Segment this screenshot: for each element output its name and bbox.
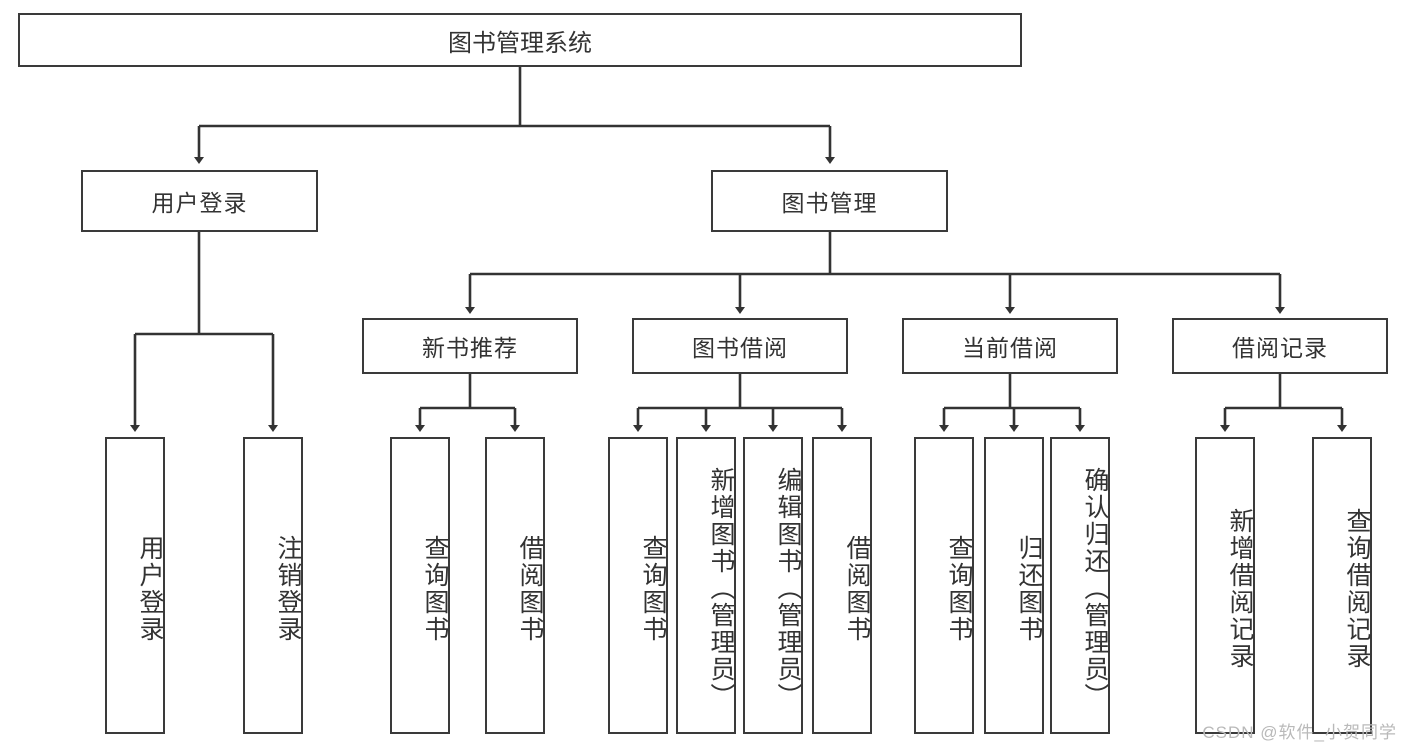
leaf-label: 查询图书 — [421, 534, 449, 643]
leaf-add-book-admin[interactable]: 新增图书（管理员） — [676, 437, 736, 734]
leaf-label: 归还图书 — [1015, 534, 1043, 643]
leaf-edit-book-admin[interactable]: 编辑图书（管理员） — [743, 437, 803, 734]
node-root-label: 图书管理系统 — [448, 29, 592, 57]
leaf-query-book-borrow[interactable]: 查询图书 — [608, 437, 668, 734]
leaf-return-book[interactable]: 归还图书 — [984, 437, 1044, 734]
node-book-borrow[interactable]: 图书借阅 — [632, 318, 848, 374]
leaf-label: 新增图书（管理员） — [707, 467, 735, 710]
leaf-query-borrow-record[interactable]: 查询借阅记录 — [1312, 437, 1372, 734]
node-current-borrow[interactable]: 当前借阅 — [902, 318, 1118, 374]
node-borrow-record[interactable]: 借阅记录 — [1172, 318, 1388, 374]
node-book-management[interactable]: 图书管理 — [711, 170, 948, 232]
leaf-user-login[interactable]: 用户登录 — [105, 437, 165, 734]
node-new-book-recommend[interactable]: 新书推荐 — [362, 318, 578, 374]
leaf-borrow-book-recommend[interactable]: 借阅图书 — [485, 437, 545, 734]
leaf-label: 新增借阅记录 — [1226, 507, 1254, 670]
leaf-confirm-return-admin[interactable]: 确认归还（管理员） — [1050, 437, 1110, 734]
leaf-label: 查询图书 — [639, 534, 667, 643]
leaf-borrow-book[interactable]: 借阅图书 — [812, 437, 872, 734]
leaf-query-book-recommend[interactable]: 查询图书 — [390, 437, 450, 734]
leaf-label: 查询借阅记录 — [1343, 507, 1371, 670]
node-label: 当前借阅 — [962, 335, 1058, 361]
node-label: 图书借阅 — [692, 335, 788, 361]
leaf-label: 借阅图书 — [843, 534, 871, 643]
leaf-label: 用户登录 — [136, 534, 164, 643]
node-label: 新书推荐 — [422, 335, 518, 361]
leaf-label: 确认归还（管理员） — [1081, 467, 1109, 710]
leaf-label: 注销登录 — [274, 534, 302, 643]
leaf-label: 借阅图书 — [516, 534, 544, 643]
node-label: 借阅记录 — [1232, 335, 1328, 361]
node-label: 用户登录 — [151, 190, 248, 216]
leaf-add-borrow-record[interactable]: 新增借阅记录 — [1195, 437, 1255, 734]
node-label: 图书管理 — [781, 190, 878, 216]
node-user-login[interactable]: 用户登录 — [81, 170, 318, 232]
leaf-label: 编辑图书（管理员） — [774, 467, 802, 710]
leaf-query-book-current[interactable]: 查询图书 — [914, 437, 974, 734]
watermark: CSDN @软件_小贺同学 — [1202, 723, 1397, 742]
leaf-user-logout[interactable]: 注销登录 — [243, 437, 303, 734]
node-root[interactable]: 图书管理系统 — [18, 13, 1022, 67]
leaf-label: 查询图书 — [945, 534, 973, 643]
